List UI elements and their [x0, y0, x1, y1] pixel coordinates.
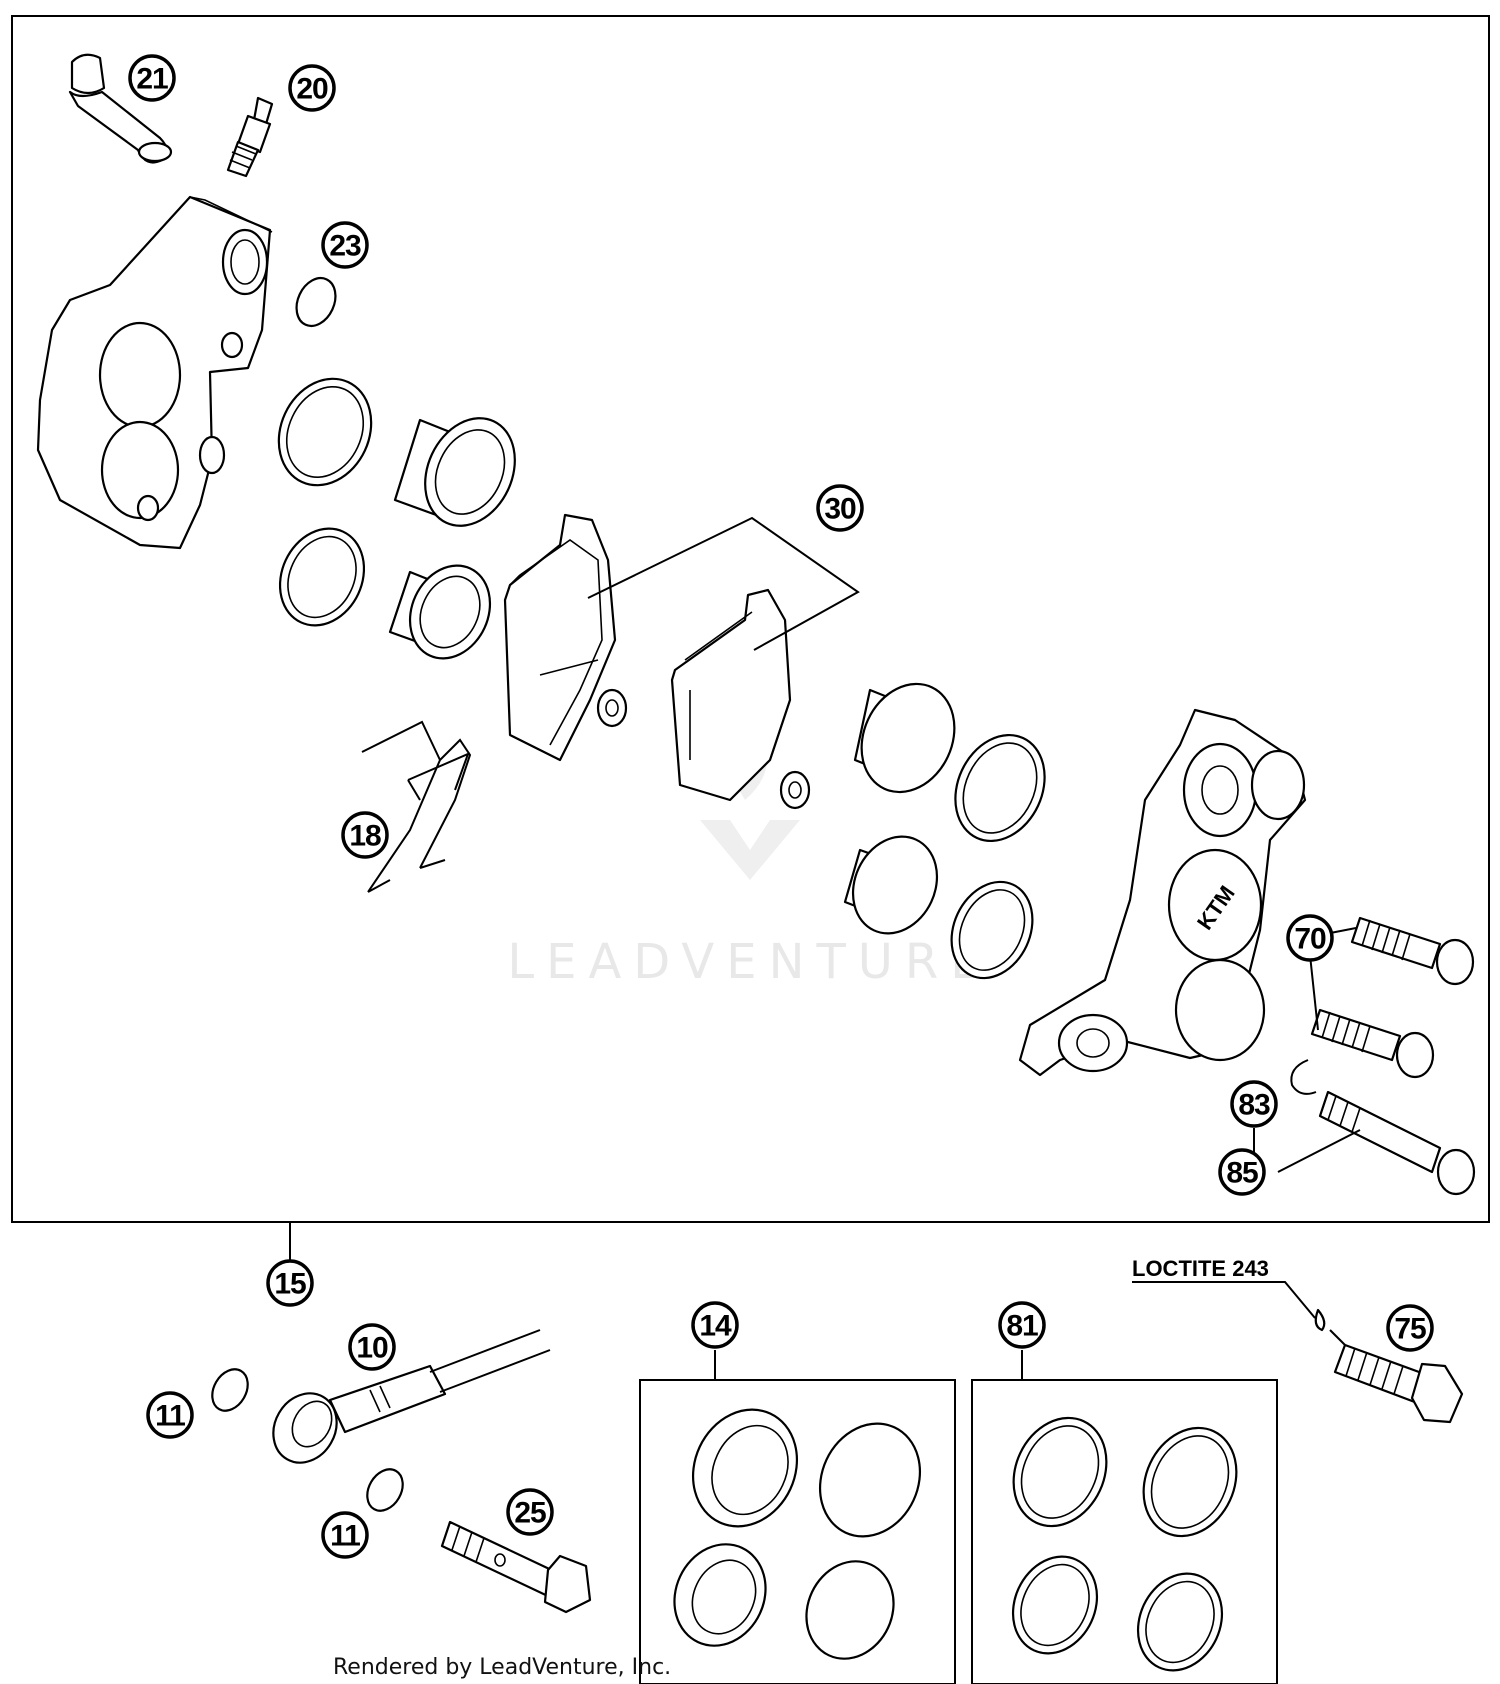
- svg-text:14: 14: [699, 1310, 732, 1343]
- piston-kit-box: [639, 1379, 956, 1684]
- callout-85: 85: [1218, 1148, 1266, 1196]
- callout-30: 30: [816, 484, 864, 532]
- seal-kit-seals: [1011, 1416, 1238, 1672]
- callout-25: 25: [506, 1488, 554, 1536]
- svg-text:10: 10: [356, 1332, 388, 1365]
- caliper-bolt-lower: [1310, 1008, 1435, 1079]
- callout-75: 75: [1386, 1304, 1434, 1352]
- watermark-text: LEADVENTURE: [507, 934, 992, 990]
- caliper-bolt-upper: [1350, 916, 1475, 986]
- brake-line-banjo: [272, 1329, 551, 1464]
- brake-pad-rear: [670, 588, 811, 810]
- callout-18: 18: [341, 811, 389, 859]
- svg-text:21: 21: [136, 63, 168, 96]
- pad-pin: [1318, 1090, 1476, 1196]
- render-credit: Rendered by LeadVenture, Inc.: [333, 1655, 671, 1680]
- piston-seals-left: [277, 377, 373, 627]
- caliper-half-left: [36, 195, 273, 550]
- pads-leader: [587, 516, 860, 651]
- caliper-assembly-frame: [11, 15, 1490, 1223]
- svg-text:23: 23: [329, 230, 361, 263]
- pistons-left: [388, 417, 516, 660]
- svg-text:25: 25: [514, 1497, 546, 1530]
- svg-text:30: 30: [824, 493, 856, 526]
- o-ring: [295, 276, 337, 328]
- caliper-half-right: KTM: [1018, 708, 1307, 1077]
- pad-spring: [361, 720, 472, 893]
- callout-70: 70: [1286, 914, 1334, 962]
- loctite-note: LOCTITE 243: [1132, 1256, 1269, 1281]
- loctite-drop: [1314, 1308, 1326, 1332]
- piston-kit-pistons: [673, 1408, 922, 1660]
- callout-81: 81: [998, 1301, 1046, 1349]
- brake-pad-front: [503, 513, 628, 762]
- seal-kit-box: [971, 1379, 1278, 1684]
- svg-text:85: 85: [1226, 1157, 1258, 1190]
- banjo-bolt: [440, 1520, 592, 1614]
- callout-11-upper: 11: [146, 1391, 194, 1439]
- svg-text:20: 20: [296, 73, 328, 106]
- watermark: LEADVENTURE: [507, 720, 992, 990]
- sealing-washer-lower: [366, 1468, 404, 1512]
- svg-text:75: 75: [1394, 1313, 1426, 1346]
- callout-15: 15: [266, 1259, 314, 1307]
- brake-bolt: [1333, 1343, 1464, 1424]
- dust-cap: [68, 53, 173, 164]
- svg-text:18: 18: [349, 820, 381, 853]
- svg-text:83: 83: [1238, 1089, 1270, 1122]
- callout-10: 10: [348, 1323, 396, 1371]
- callout-20: 20: [288, 64, 336, 112]
- callout-14: 14: [691, 1301, 739, 1349]
- callout-21: 21: [128, 54, 176, 102]
- loctite-leader: [1132, 1281, 1316, 1319]
- leader-85: [1277, 1129, 1361, 1173]
- svg-text:70: 70: [1294, 923, 1326, 956]
- sealing-washer-upper: [211, 1368, 249, 1412]
- callout-11-lower: 11: [321, 1511, 369, 1559]
- pistons-right: [843, 682, 956, 935]
- circlip: [1290, 1059, 1317, 1095]
- svg-text:81: 81: [1006, 1310, 1038, 1343]
- piston-seals-right: [950, 733, 1046, 980]
- svg-text:11: 11: [155, 1400, 185, 1433]
- svg-text:15: 15: [274, 1268, 306, 1301]
- bleeder-valve: [226, 96, 274, 178]
- callout-23: 23: [321, 221, 369, 269]
- svg-text:11: 11: [330, 1520, 360, 1553]
- callout-83: 83: [1230, 1080, 1278, 1128]
- leader-75: [1329, 1329, 1346, 1346]
